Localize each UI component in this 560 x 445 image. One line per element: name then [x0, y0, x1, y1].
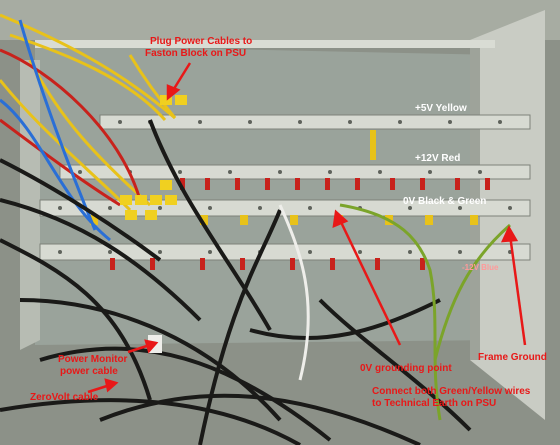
power-monitor-label-line1: Power Monitor — [58, 354, 128, 365]
power-monitor-label-line2: power cable — [60, 366, 118, 377]
zero-v-label: 0V Black & Green — [403, 196, 487, 207]
frame-ground-label: Frame Ground — [478, 352, 547, 363]
faston-block-label: Faston Block on PSU — [145, 48, 247, 59]
minus12v-label: -12V Blue — [462, 263, 499, 272]
plug-power-label: Plug Power Cables to — [150, 36, 253, 47]
grounding-point-label: 0V grounding point — [360, 363, 452, 374]
zerovolt-label: ZeroVolt cable — [30, 392, 99, 403]
plus12v-label: +12V Red — [415, 153, 461, 164]
connect-earth-label-line1: Connect both Green/Yellow wires — [372, 386, 531, 397]
plus5v-label: +5V Yellow — [415, 103, 467, 114]
connect-earth-label-line2: to Technical Earth on PSU — [372, 398, 497, 409]
